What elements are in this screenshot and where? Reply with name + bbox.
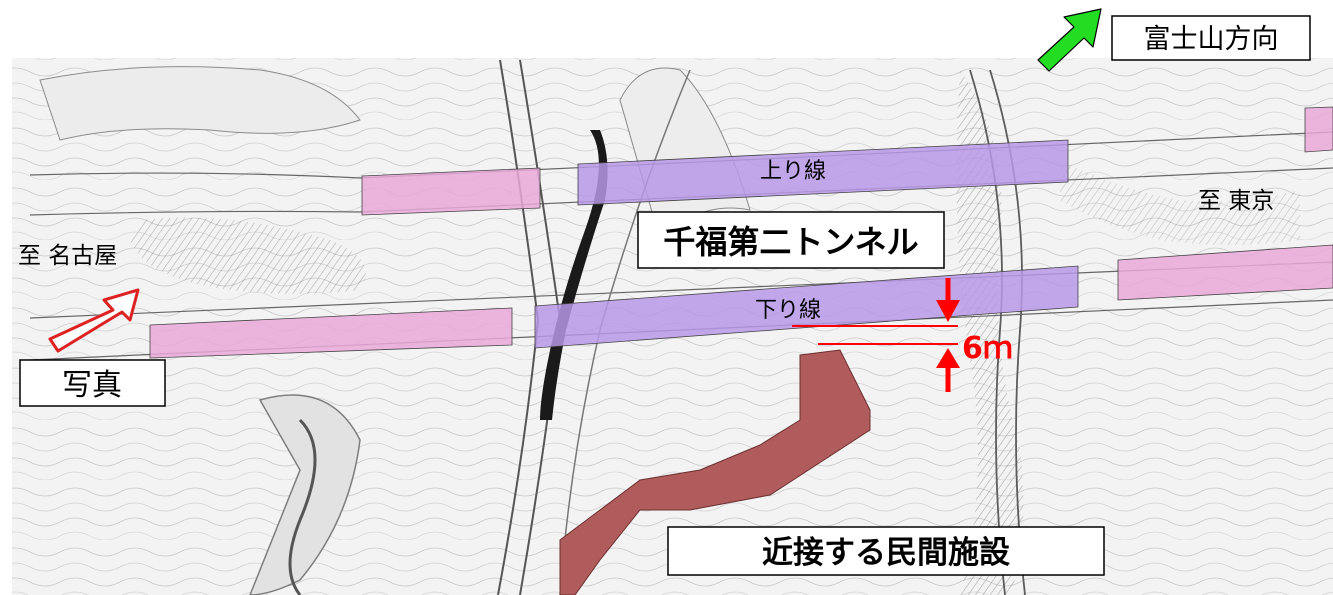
east-destination-label: 至 東京	[1198, 188, 1274, 214]
lower-line-tunnel-bore	[534, 265, 1079, 349]
lower-line-east-approach	[1117, 244, 1333, 301]
photo-label: 写真	[62, 368, 122, 403]
photo-direction-arrow-icon	[48, 288, 140, 353]
private-facility-building	[559, 349, 871, 595]
upper-line-tunnel	[361, 106, 1333, 216]
upper-line-west-approach	[361, 167, 541, 216]
photo-label-box: 写真	[19, 359, 166, 407]
clearance-marker: 6ｍ	[792, 278, 1013, 392]
clearance-arrow-down-icon	[936, 300, 960, 322]
tunnel-name: 千福第二トンネル	[663, 223, 918, 261]
facility-label-box: 近接する民間施設	[667, 526, 1105, 576]
fuji-direction-arrow-icon	[1037, 8, 1102, 72]
west-destination-label: 至 名古屋	[18, 243, 117, 269]
upper-line-east-approach	[1304, 106, 1333, 153]
lower-line-tunnel	[149, 244, 1333, 359]
lower-line-label: 下り線	[755, 298, 821, 323]
upper-line-tunnel-bore	[577, 139, 1069, 206]
fuji-direction-box: 富士山方向	[1111, 15, 1311, 61]
fuji-direction-label: 富士山方向	[1144, 24, 1279, 55]
facility-label: 近接する民間施設	[762, 535, 1010, 571]
tunnel-name-box: 千福第二トンネル	[637, 211, 945, 269]
lower-line-west-approach	[149, 307, 513, 359]
upper-line-label: 上り線	[760, 159, 826, 184]
clearance-arrow-up-icon	[936, 348, 960, 368]
clearance-label: 6ｍ	[962, 331, 1013, 366]
river-channel	[540, 130, 608, 420]
